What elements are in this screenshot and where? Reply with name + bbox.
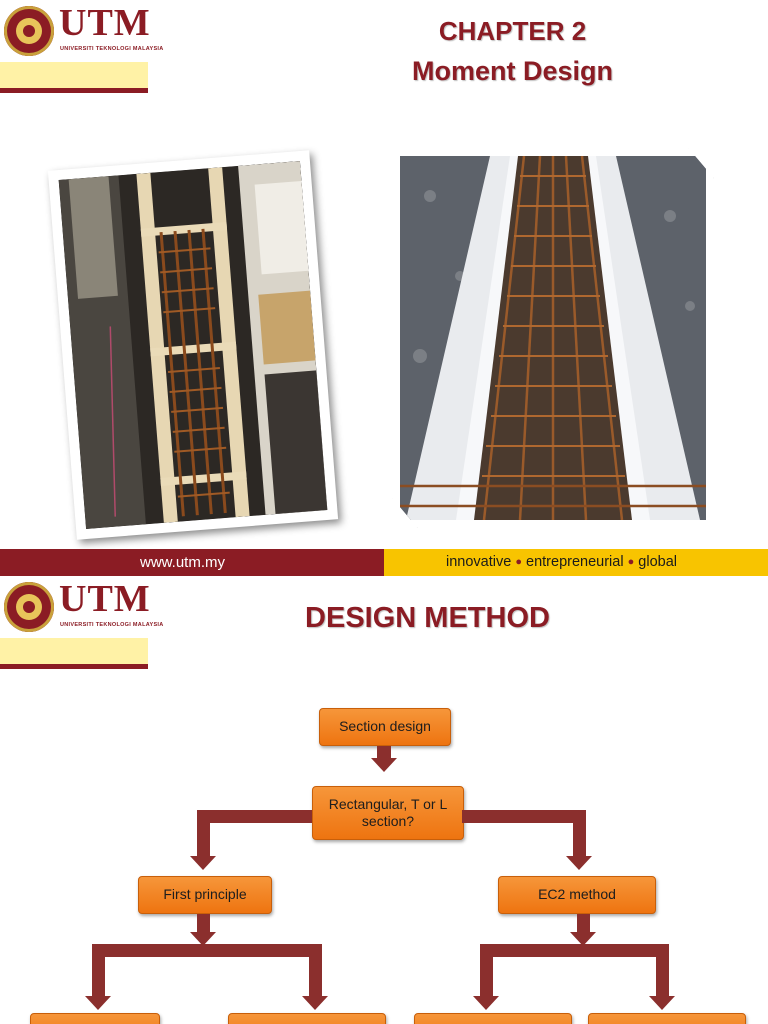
logo-subtitle: UNIVERSITI TEKNOLOGI MALAYSIA (60, 622, 164, 628)
header-maroon-line (0, 88, 148, 93)
flow-arrow-icon (85, 996, 111, 1010)
utm-logo: UTM UNIVERSITI TEKNOLOGI MALAYSIA (4, 2, 163, 60)
photo-formwork-right (392, 148, 714, 528)
flow-arrow-icon (371, 758, 397, 772)
bullet-icon: ● (515, 556, 522, 568)
footer-gold-band (384, 549, 768, 576)
slide-chapter-2: UTM UNIVERSITI TEKNOLOGI MALAYSIA CHAPTE… (0, 2, 768, 576)
flow-connector (92, 944, 105, 996)
flow-connector (480, 944, 493, 996)
flow-connector (309, 944, 322, 996)
logo-wordmark: UTM (59, 578, 151, 620)
footer-url-link[interactable]: www.utm.my (140, 554, 226, 571)
header-gold-bar (0, 62, 148, 88)
flow-node-partial (588, 1013, 746, 1024)
utm-seal-icon (4, 582, 54, 632)
slide-title: DESIGN METHOD (305, 602, 550, 634)
flow-node-partial (228, 1013, 386, 1024)
logo-wordmark: UTM (59, 2, 151, 44)
flow-node-partial (30, 1013, 160, 1024)
flow-arrow-icon (566, 856, 592, 870)
flow-connector (197, 810, 312, 823)
flow-connector (197, 914, 210, 934)
footer-tagline: innovative ● entrepreneurial ● global (446, 554, 677, 570)
flow-node-section-design: Section design (319, 708, 451, 746)
flow-arrow-icon (190, 932, 216, 946)
logo-subtitle: UNIVERSITI TEKNOLOGI MALAYSIA (60, 46, 164, 52)
photo-formwork-left (47, 150, 339, 540)
flow-node-first-principle: First principle (138, 876, 272, 914)
header-gold-bar (0, 638, 148, 664)
flow-connector (656, 944, 669, 996)
chapter-subtitle: Moment Design (411, 56, 613, 86)
flow-connector (577, 914, 590, 934)
flow-arrow-icon (473, 996, 499, 1010)
flow-arrow-icon (302, 996, 328, 1010)
footer-maroon-band (0, 549, 384, 576)
bullet-icon: ● (627, 556, 635, 568)
flow-node-partial (414, 1013, 572, 1024)
formwork-photo-illustration (58, 161, 328, 529)
flow-connector (92, 944, 322, 957)
rebar-cage-photo-illustration (400, 156, 706, 520)
tagline-word-2: entrepreneurial (526, 554, 624, 570)
flow-connector (197, 810, 210, 856)
chapter-title: CHAPTER 2 (438, 16, 587, 46)
flow-connector (573, 810, 586, 856)
header-maroon-line (0, 664, 148, 669)
utm-logo: UTM UNIVERSITI TEKNOLOGI MALAYSIA (4, 578, 163, 636)
flow-node-ec2-method: EC2 method (498, 876, 656, 914)
flow-arrow-icon (190, 856, 216, 870)
flow-connector (377, 746, 391, 758)
slide-design-method: UTM UNIVERSITI TEKNOLOGI MALAYSIA DESIGN… (0, 576, 768, 1024)
slide-footer: www.utm.my innovative ● entrepreneurial … (0, 549, 768, 576)
flow-connector (480, 944, 669, 957)
flow-connector (462, 810, 586, 823)
flow-arrow-icon (649, 996, 675, 1010)
flow-node-section-type: Rectangular, T or L section? (312, 786, 464, 840)
tagline-word-3: global (638, 554, 677, 570)
utm-seal-icon (4, 6, 54, 56)
tagline-word-1: innovative (446, 554, 512, 570)
flow-arrow-icon (570, 932, 596, 946)
